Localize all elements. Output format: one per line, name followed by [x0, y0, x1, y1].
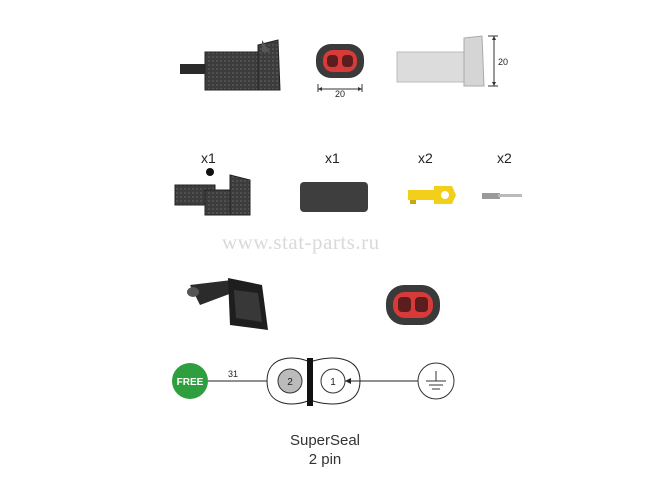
- watermark: www.stat-parts.ru: [222, 230, 380, 254]
- pin-quantity: x2: [497, 150, 512, 166]
- pin-1-label: 1: [330, 377, 336, 388]
- seal-quantity: x1: [325, 150, 340, 166]
- terminal-part: [408, 186, 456, 204]
- connector-front-view: [316, 44, 364, 92]
- connector-side-view: [180, 39, 281, 91]
- free-label: FREE: [177, 377, 204, 388]
- caption-title: SuperSeal: [289, 432, 361, 449]
- dot-marker: [206, 168, 214, 176]
- wire-number: 31: [228, 369, 238, 379]
- terminal-quantity: x2: [418, 150, 433, 166]
- housing-quantity: x1: [201, 150, 216, 166]
- free-badge: [172, 363, 208, 399]
- connector-block-view: [396, 35, 498, 87]
- connector-photo: [187, 278, 268, 330]
- wiring-diagram: [172, 357, 455, 406]
- caption-subtitle: 2 pin: [308, 451, 342, 468]
- pin-2-label: 2: [287, 377, 293, 388]
- housing-part: [174, 168, 251, 216]
- height-dimension-label: 20: [498, 57, 508, 67]
- seal-part: [300, 182, 368, 212]
- width-dimension-label: 20: [335, 89, 345, 99]
- connector-front-photo: [386, 285, 440, 325]
- pin-part: [482, 193, 522, 199]
